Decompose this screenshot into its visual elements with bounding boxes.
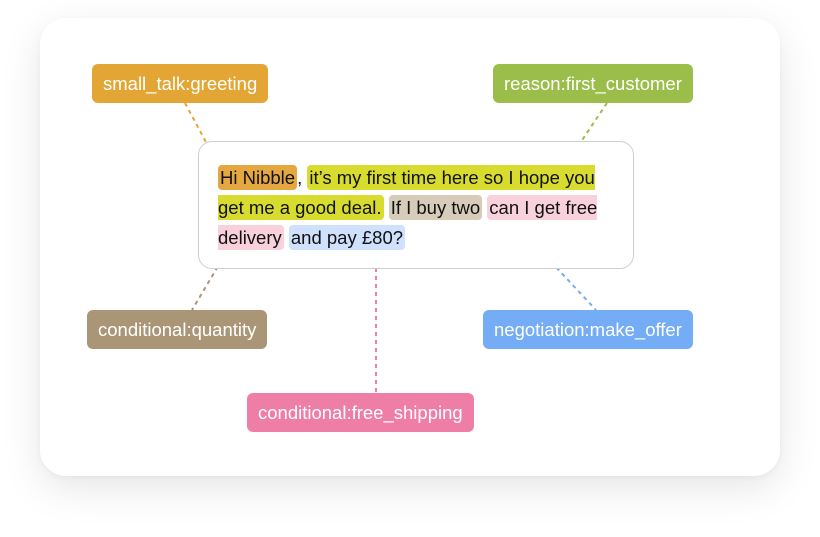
segment-separator: , bbox=[297, 167, 308, 188]
tag-conditional-free-shipping: conditional:free_shipping bbox=[247, 393, 474, 432]
tag-small-talk-greeting: small_talk:greeting bbox=[92, 64, 269, 103]
message-text: Hi Nibble, it’s my first time here so I … bbox=[218, 163, 618, 253]
tag-negotiation-make-offer: negotiation:make_offer bbox=[483, 310, 693, 349]
segment-greeting: Hi Nibble bbox=[218, 165, 298, 190]
segment-separator bbox=[384, 197, 389, 218]
segment-quantity: If I buy two bbox=[388, 195, 483, 220]
tag-reason-first-customer: reason:first_customer bbox=[493, 64, 693, 103]
message-box: Hi Nibble, it’s my first time here so I … bbox=[198, 141, 634, 269]
tag-conditional-quantity: conditional:quantity bbox=[87, 310, 268, 349]
segment-offer: and pay £80? bbox=[288, 225, 406, 250]
